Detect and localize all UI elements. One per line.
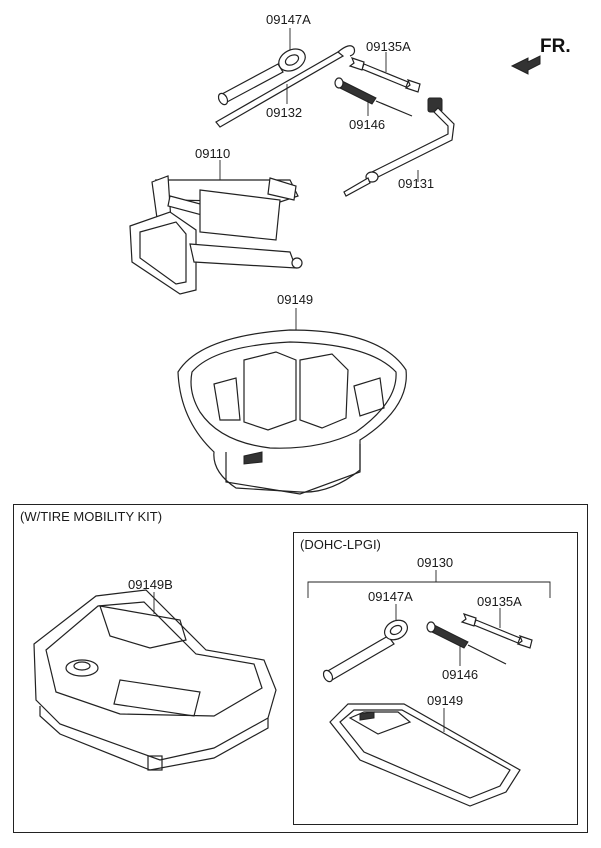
group-bracket (307, 570, 551, 598)
part-number-09130: 09130 (417, 555, 454, 570)
dohc-lpgi-title: (DOHC-LPGI) (300, 537, 381, 552)
arrow-front-icon (510, 55, 541, 75)
part-number-09146: 09146 (349, 117, 386, 132)
tool-tray-illustration (177, 308, 407, 495)
wheel-wrench-illustration (217, 28, 306, 106)
part-number-09131: 09131 (398, 176, 435, 191)
screwdriver-illustration (334, 77, 413, 117)
mobility-kit-tray-illustration (33, 589, 277, 771)
part-number-09149: 09149 (277, 292, 314, 307)
tire-mobility-kit-box (13, 504, 588, 833)
jack-handle-illustration (343, 97, 455, 197)
part-number-09135A: 09135A (366, 39, 411, 54)
inset-screwdriver-illustration (426, 621, 507, 666)
inset-part-number-09147A: 09147A (368, 589, 413, 604)
part-number-09147A: 09147A (266, 12, 311, 27)
part-number-09132: 09132 (266, 105, 303, 120)
inset-spanner-illustration (460, 608, 533, 649)
inset-tool-tray-illustration (329, 703, 521, 807)
extension-bar-illustration (215, 45, 356, 128)
part-number-09149B: 09149B (128, 577, 173, 592)
inset-wheel-wrench-illustration (322, 604, 409, 683)
tire-mobility-kit-title: (W/TIRE MOBILITY KIT) (20, 509, 163, 524)
inset-part-number-09146: 09146 (442, 667, 479, 682)
dohc-lpgi-box (293, 532, 578, 825)
spanner-illustration (348, 52, 421, 93)
inset-part-number-09149: 09149 (427, 693, 464, 708)
part-number-09110: 09110 (195, 146, 231, 161)
front-direction-label: FR. (540, 36, 571, 57)
inset-part-number-09135A: 09135A (477, 594, 522, 609)
scissor-jack-illustration (129, 160, 303, 295)
